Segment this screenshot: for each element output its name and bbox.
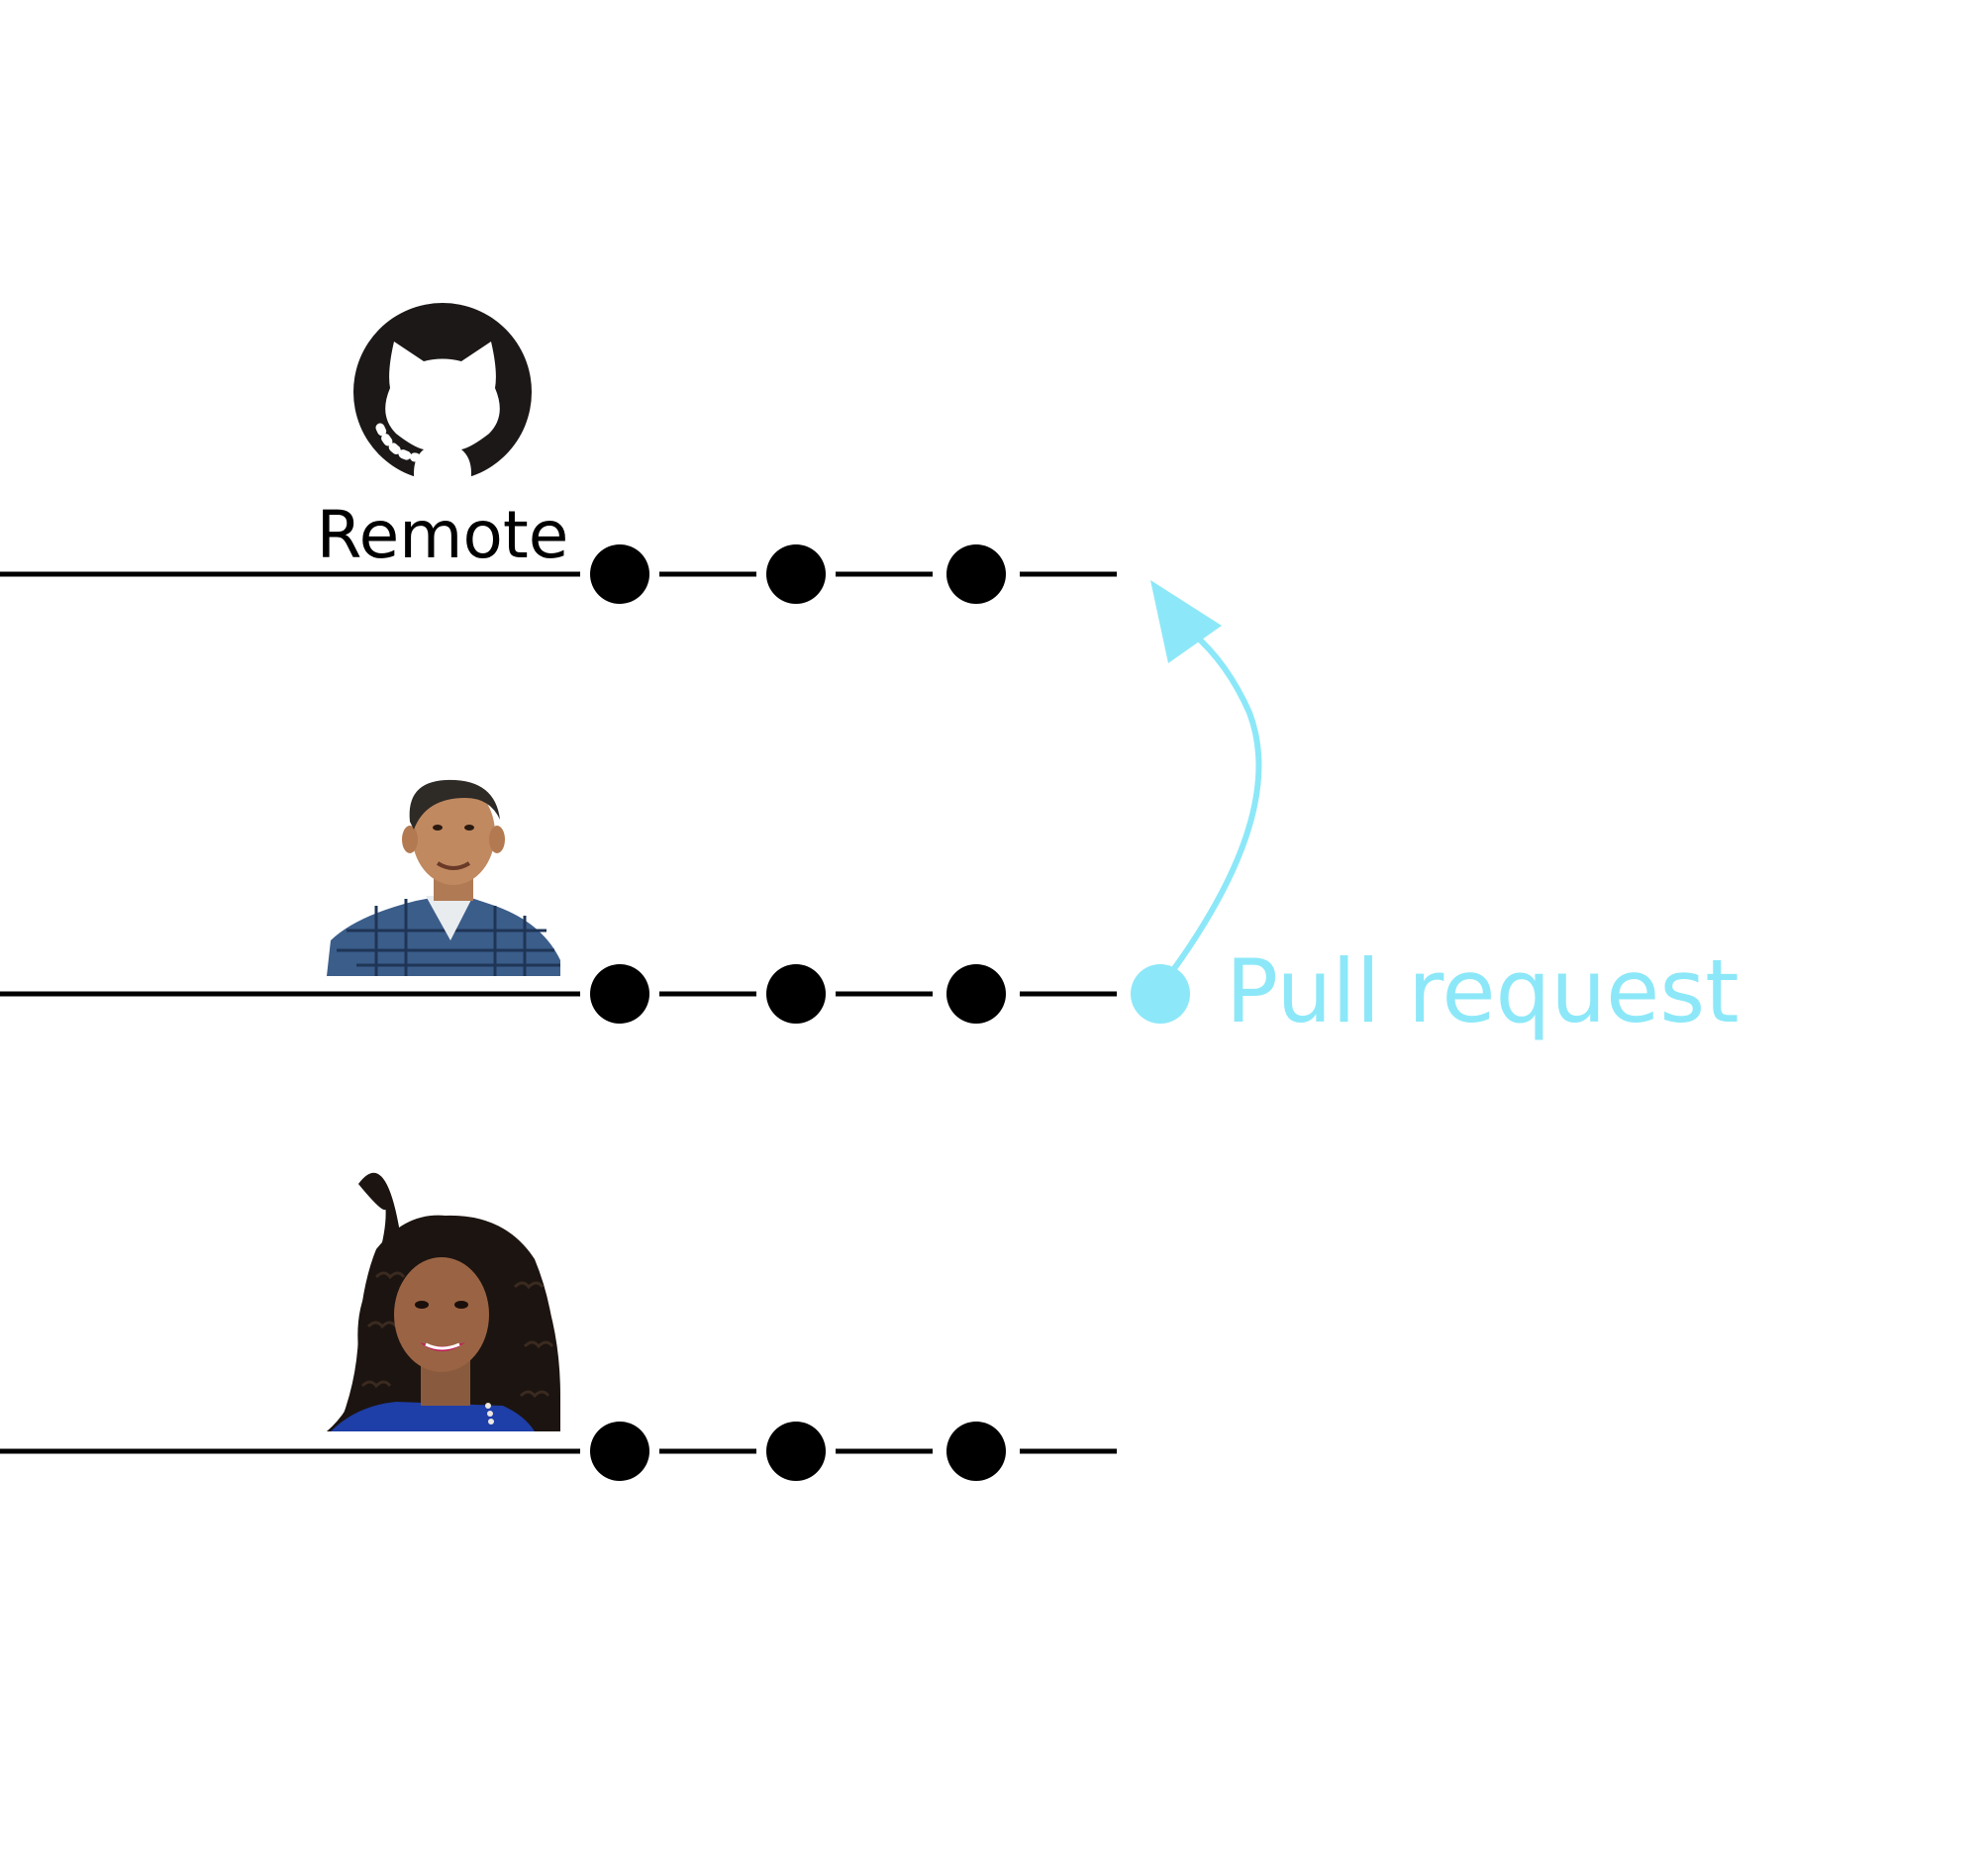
pull-request-arrow (1170, 631, 1262, 972)
contributor-1-branch (0, 779, 1117, 1024)
remote-commit-2 (766, 544, 826, 604)
pull-request-label: Pull request (1226, 940, 1740, 1042)
pull-request-commit (1131, 964, 1190, 1024)
github-icon (353, 303, 532, 492)
contributor-1-commit-2 (766, 964, 826, 1024)
contributor-2-commit-3 (946, 1422, 1006, 1481)
pull-request-arrowhead (1150, 580, 1222, 663)
contributor-2-branch (0, 1172, 1117, 1481)
contributor-2-commit-2 (766, 1422, 826, 1481)
remote-commit-3 (946, 544, 1006, 604)
contributor-2-commit-1 (590, 1422, 649, 1481)
contributor-1-commit-3 (946, 964, 1006, 1024)
contributor-1-commit-1 (590, 964, 649, 1024)
remote-label: Remote (317, 497, 569, 573)
man-portrait-avatar (327, 779, 560, 976)
remote-branch: Remote (0, 303, 1117, 604)
woman-portrait-avatar (327, 1172, 560, 1431)
remote-commit-1 (590, 544, 649, 604)
pull-request: Pull request (1131, 580, 1740, 1042)
